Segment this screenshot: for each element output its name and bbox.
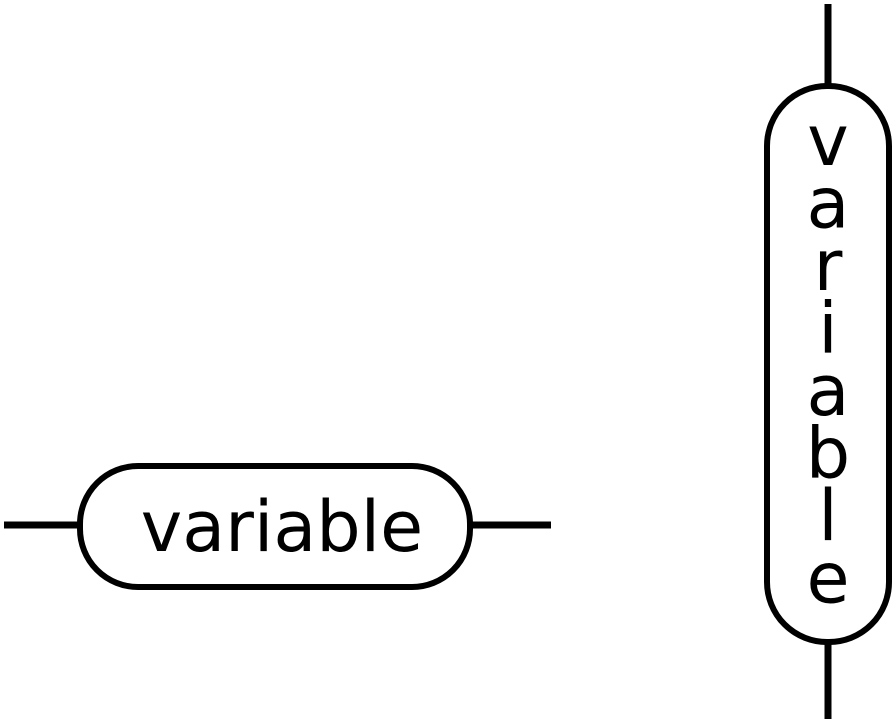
vertical-label-letter: b	[806, 413, 850, 495]
vertical-label-letter: a	[807, 163, 850, 245]
vertical-label-letter: v	[807, 100, 848, 182]
vertical-label-letter: r	[814, 225, 843, 307]
vertical-label-letter: a	[807, 350, 850, 432]
vertical-variable-node: variable	[764, 4, 892, 719]
horizontal-variable-box	[77, 463, 473, 590]
horizontal-variable-node: variable	[4, 463, 551, 590]
vertical-label-letter: i	[818, 288, 837, 370]
vertical-variable-label: variable	[806, 100, 850, 620]
vertical-label-letter: l	[818, 475, 837, 557]
vertical-label-letter: e	[806, 538, 849, 620]
vertical-variable-box	[764, 83, 892, 645]
horizontal-variable-label: variable	[141, 486, 423, 568]
